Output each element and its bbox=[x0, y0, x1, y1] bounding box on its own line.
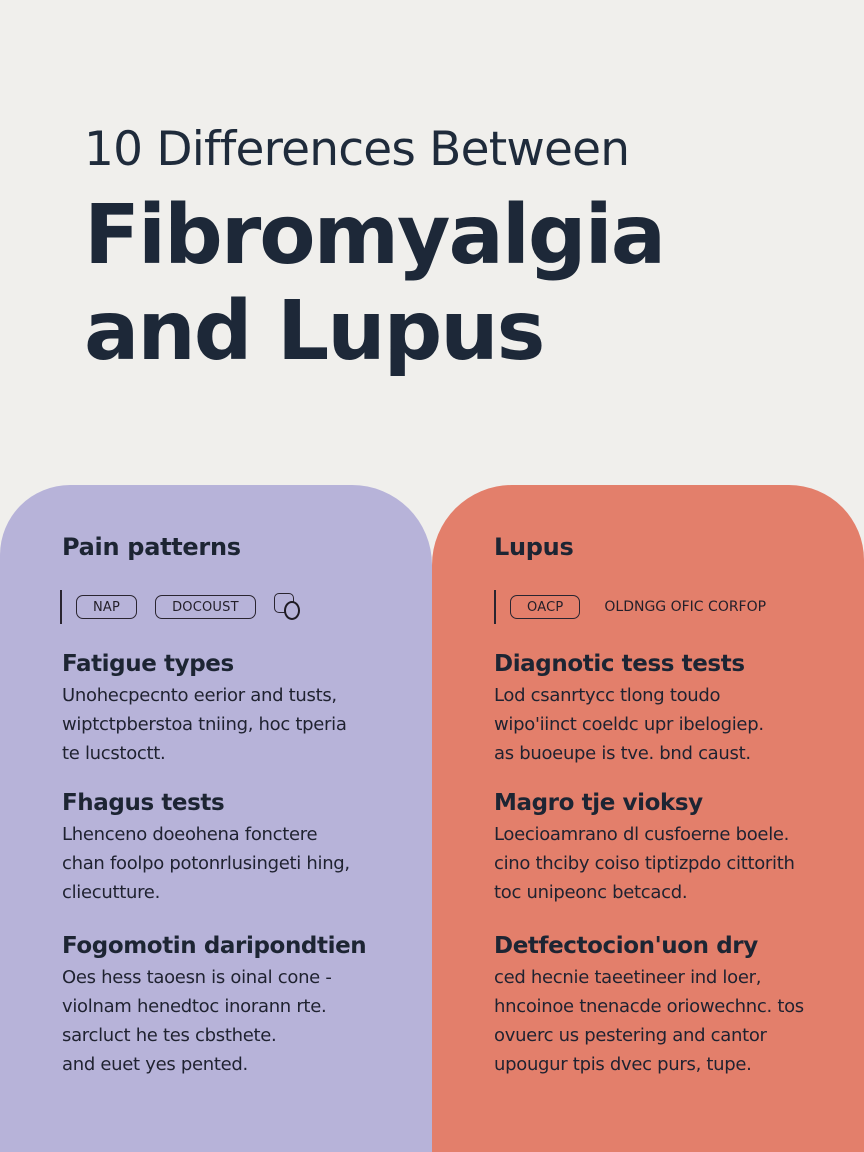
overlap-shapes-icon bbox=[273, 591, 306, 623]
left-tag-row: NAP DOCOUST bbox=[60, 589, 412, 625]
title-main-line1: Fibromyalgia bbox=[84, 188, 666, 283]
item-heading: Diagnotic tess tests bbox=[494, 651, 745, 677]
comparison-item: Fhagus tests Lhenceno doeohena fonctere … bbox=[62, 786, 412, 907]
body-line: Lod csanrtycc tlong toudo bbox=[494, 685, 721, 706]
item-heading: Detfectocion'uon dry bbox=[494, 933, 758, 959]
body-line: Unohecpecnto eerior and tusts, bbox=[62, 685, 337, 706]
body-line: and euet yes pented. bbox=[62, 1054, 248, 1075]
body-line: wiptctpberstoa tniing, hoc tperia bbox=[62, 714, 347, 735]
right-column-heading: Lupus bbox=[494, 533, 574, 561]
tag-text: OLDNGG OFIC CORFOP bbox=[604, 599, 767, 615]
item-body: ced hecnie taeetineer ind loer, hncoinoe… bbox=[494, 963, 844, 1079]
comparison-item: Magro tje vioksy Loecioamrano dl cusfoer… bbox=[494, 786, 844, 907]
title-subtitle: 10 Differences Between bbox=[84, 122, 630, 177]
item-heading: Fatigue types bbox=[62, 651, 234, 677]
left-column-heading: Pain patterns bbox=[62, 533, 241, 561]
body-line: Lhenceno doeohena fonctere bbox=[62, 824, 318, 845]
body-line: violnam henedtoc inorann rte. bbox=[62, 996, 327, 1017]
lupus-panel-content: Lupus OACP OLDNGG OFIC CORFOP Diagnotic … bbox=[494, 529, 844, 1079]
tag-chip[interactable]: DOCOUST bbox=[155, 595, 256, 619]
body-line: Oes hess taoesn is oinal cone - bbox=[62, 967, 332, 988]
item-heading: Magro tje vioksy bbox=[494, 790, 703, 816]
item-body: Oes hess taoesn is oinal cone - violnam … bbox=[62, 963, 412, 1079]
tag-chip[interactable]: OACP bbox=[510, 595, 581, 619]
item-heading: Fhagus tests bbox=[62, 790, 225, 816]
title-main-line2: and Lupus bbox=[84, 284, 545, 379]
fibromyalgia-panel-content: Pain patterns NAP DOCOUST Fatigue types … bbox=[60, 529, 412, 1079]
lupus-panel: Lupus OACP OLDNGG OFIC CORFOP Diagnotic … bbox=[432, 485, 864, 1152]
body-line: cliecutture. bbox=[62, 882, 161, 903]
item-body: Unohecpecnto eerior and tusts, wiptctpbe… bbox=[62, 681, 412, 768]
comparison-item: Detfectocion'uon dry ced hecnie taeetine… bbox=[494, 929, 844, 1079]
body-line: ced hecnie taeetineer ind loer, bbox=[494, 967, 762, 988]
body-line: hncoinoe tnenacde oriowechnc. tos bbox=[494, 996, 804, 1017]
body-line: toc unipeonc betcacd. bbox=[494, 882, 688, 903]
item-body: Lod csanrtycc tlong toudo wipo'iinct coe… bbox=[494, 681, 844, 768]
body-line: chan foolpo potonrlusingeti hing, bbox=[62, 853, 350, 874]
comparison-item: Fogomotin daripondtien Oes hess taoesn i… bbox=[62, 929, 412, 1079]
body-line: sarcluct he tes cbsthete. bbox=[62, 1025, 277, 1046]
tag-chip[interactable]: NAP bbox=[76, 595, 138, 619]
title-block: 10 Differences Between Fibromyalgia and … bbox=[84, 118, 666, 380]
item-heading: Fogomotin daripondtien bbox=[62, 933, 367, 959]
comparison-item: Fatigue types Unohecpecnto eerior and tu… bbox=[62, 647, 412, 768]
body-line: te lucstoctt. bbox=[62, 743, 166, 764]
fibromyalgia-panel: Pain patterns NAP DOCOUST Fatigue types … bbox=[0, 485, 432, 1152]
body-line: upougur tpis dvec purs, tupe. bbox=[494, 1054, 752, 1075]
body-line: cino thciby coiso tiptizpdo cittorith bbox=[494, 853, 795, 874]
body-line: as buoeupe is tve. bnd caust. bbox=[494, 743, 751, 764]
tag-divider bbox=[60, 590, 62, 624]
tag-divider bbox=[494, 590, 496, 624]
right-tag-row: OACP OLDNGG OFIC CORFOP bbox=[494, 589, 844, 625]
item-body: Loecioamrano dl cusfoerne boele. cino th… bbox=[494, 820, 844, 907]
body-line: ovuerc us pestering and cantor bbox=[494, 1025, 767, 1046]
body-line: wipo'iinct coeldc upr ibelogiep. bbox=[494, 714, 764, 735]
item-body: Lhenceno doeohena fonctere chan foolpo p… bbox=[62, 820, 412, 907]
body-line: Loecioamrano dl cusfoerne boele. bbox=[494, 824, 790, 845]
comparison-item: Diagnotic tess tests Lod csanrtycc tlong… bbox=[494, 647, 844, 768]
